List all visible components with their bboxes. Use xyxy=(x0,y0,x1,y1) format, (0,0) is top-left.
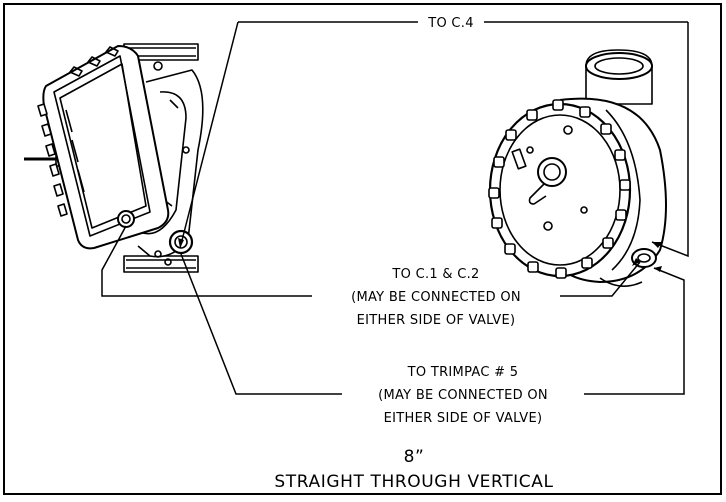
leader-c4-right xyxy=(651,22,689,258)
leader-c4-left xyxy=(179,21,239,249)
label-to-trimpac-line2: (MAY BE CONNECTED ON xyxy=(378,388,548,403)
leader-lines xyxy=(101,21,689,395)
caption-size: 8” xyxy=(404,447,425,467)
label-to-trimpac-line3: EITHER SIDE OF VALVE) xyxy=(384,411,543,426)
arrowhead-icon xyxy=(654,266,662,272)
label-to-c4: TO C.4 xyxy=(427,16,474,31)
label-to-c1-c2-line2: (MAY BE CONNECTED ON xyxy=(351,290,521,305)
caption-title: STRAIGHT THROUGH VERTICAL xyxy=(274,472,553,492)
right-valve-front-view xyxy=(488,49,667,287)
arrowhead-icon xyxy=(652,242,662,248)
left-valve-side-view xyxy=(24,43,204,273)
arrowheads xyxy=(178,238,662,272)
arrowhead-icon xyxy=(178,238,184,248)
drawing-border xyxy=(3,3,722,495)
label-to-trimpac-line1: TO TRIMPAC # 5 xyxy=(407,365,519,380)
arrowhead-icon xyxy=(632,258,640,266)
leader-c1c2-right xyxy=(560,261,641,297)
leader-c1c2-left xyxy=(101,225,312,297)
label-to-c1-c2-line1: TO C.1 & C.2 xyxy=(391,267,479,282)
label-to-c1-c2-line3: EITHER SIDE OF VALVE) xyxy=(357,313,516,328)
leader-trimpac-right xyxy=(584,267,685,395)
leader-trimpac-left xyxy=(180,253,342,395)
